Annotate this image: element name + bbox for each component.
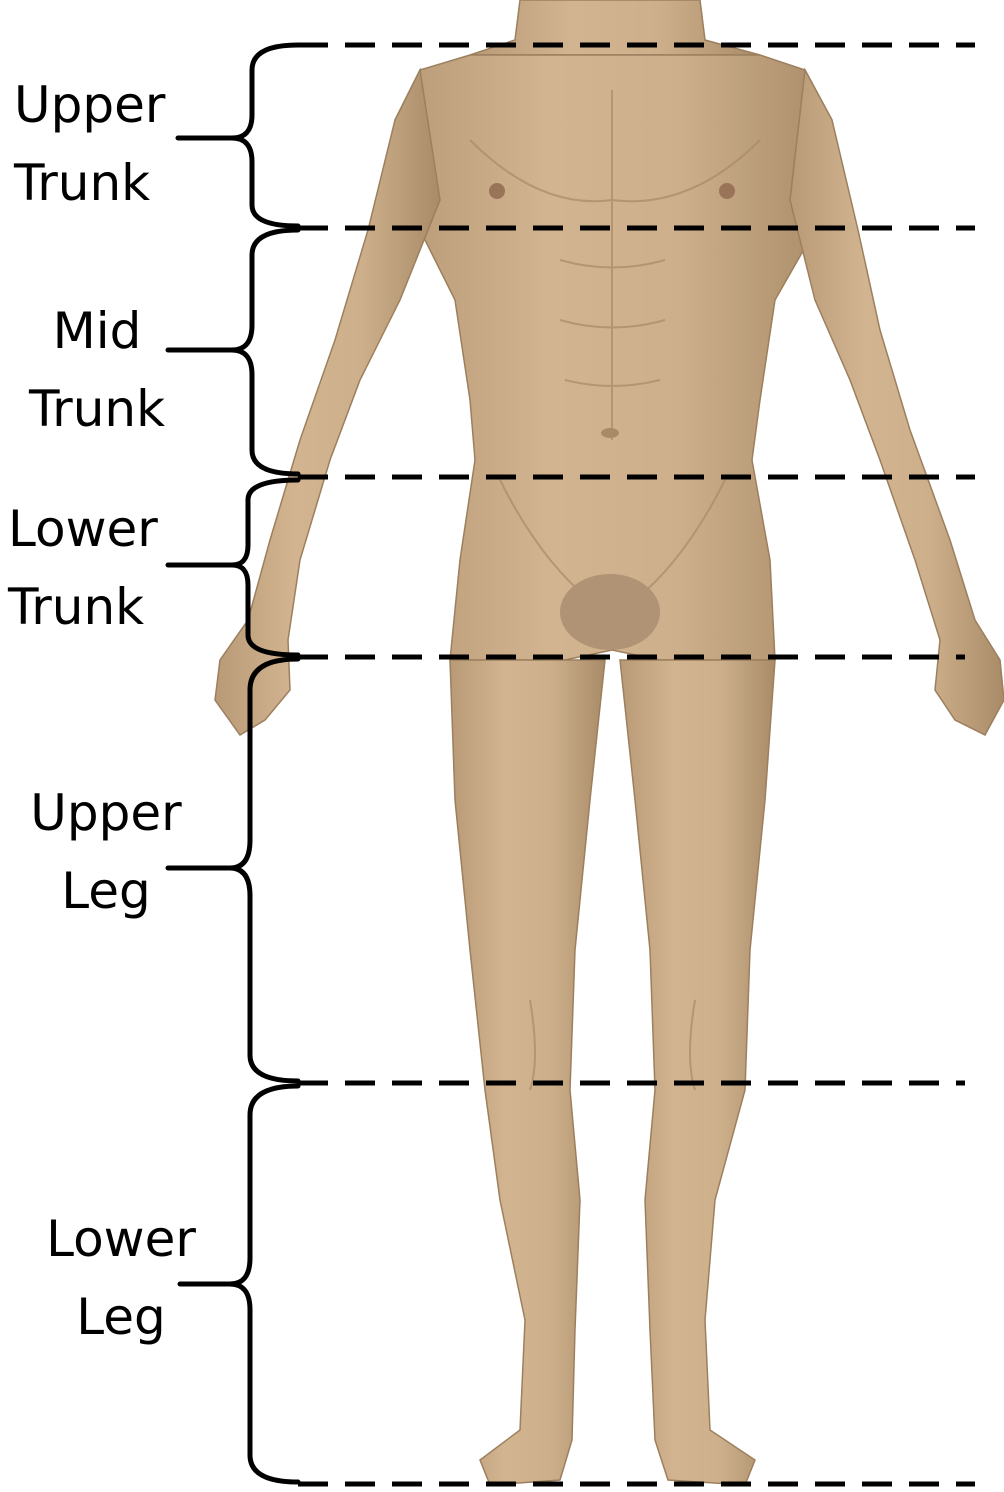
torso	[395, 55, 832, 660]
leg-right	[620, 660, 775, 1485]
label-line-2: Trunk	[14, 144, 165, 222]
label-line-2: Leg	[22, 852, 190, 930]
label-mid-trunk: Mid Trunk	[22, 292, 172, 448]
groin-cover	[560, 574, 660, 650]
arm-right	[790, 70, 1004, 735]
label-line-2: Leg	[38, 1278, 204, 1356]
label-line-1: Lower	[8, 490, 158, 568]
leg-left	[450, 660, 605, 1485]
label-lower-trunk: Lower Trunk	[8, 490, 158, 646]
brace-mid-trunk	[168, 230, 298, 474]
navel	[601, 428, 619, 438]
label-line-1: Upper	[14, 66, 165, 144]
label-line-1: Lower	[38, 1200, 204, 1278]
label-lower-leg: Lower Leg	[38, 1200, 204, 1356]
label-line-2: Trunk	[8, 568, 158, 646]
label-upper-leg: Upper Leg	[22, 774, 190, 930]
label-line-2: Trunk	[22, 370, 172, 448]
label-line-1: Mid	[22, 292, 172, 370]
label-line-1: Upper	[22, 774, 190, 852]
human-figure	[215, 0, 1004, 1485]
label-upper-trunk: Upper Trunk	[14, 66, 165, 222]
brace-upper-trunk	[178, 45, 298, 226]
